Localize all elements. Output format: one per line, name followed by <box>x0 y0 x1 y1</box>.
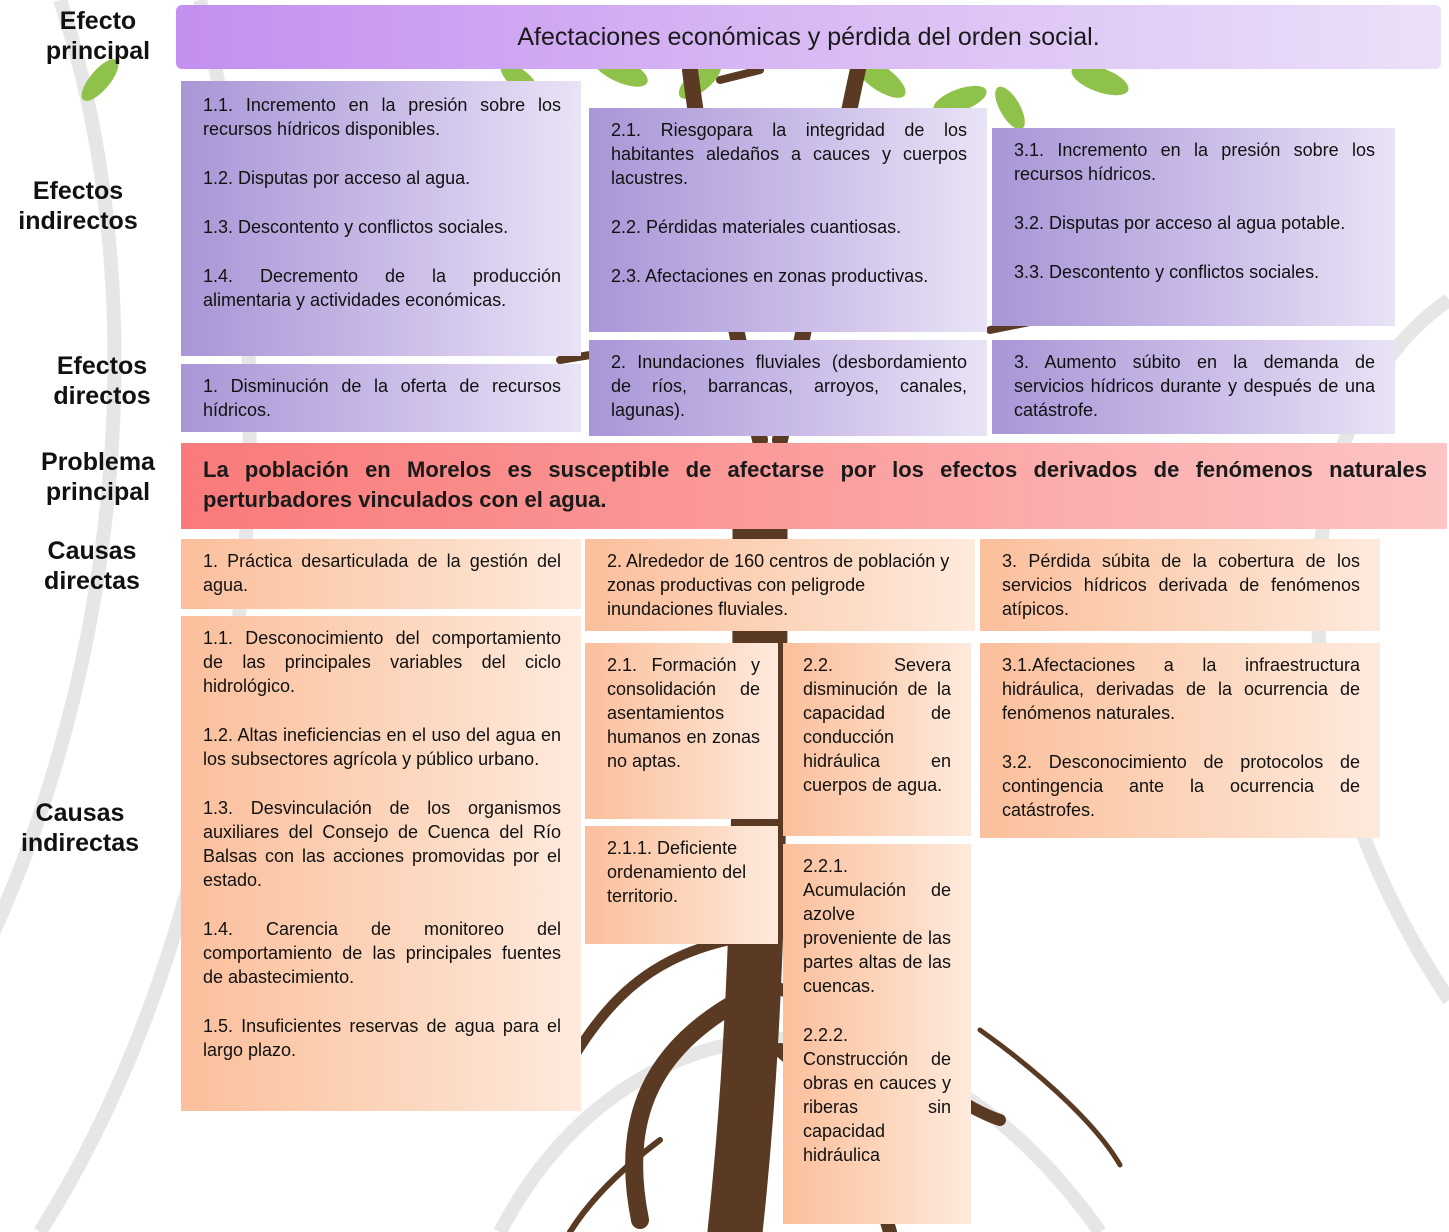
indirect-cause-2-2-1: 2.2.1. Acumulación de azolve proveniente… <box>803 856 951 996</box>
direct-cause-3: 3. Pérdida súbita de la cobertura de los… <box>980 539 1380 631</box>
indirect-cause-2-1-1: 2.1.1. Deficiente ordenamiento del terri… <box>585 826 778 944</box>
direct-cause-1-text: 1. Práctica desarticulada de la gestión … <box>203 551 561 595</box>
indirect-cause-1-3: 1.3. Desvinculación de los organismos au… <box>203 798 561 890</box>
indirect-cause-1-2: 1.2. Altas ineficiencias en el uso del a… <box>203 725 561 769</box>
direct-cause-2-text: 2. Alrededor de 160 centros de población… <box>607 551 950 619</box>
direct-effect-1-text: 1. Disminución de la oferta de recursos … <box>203 376 561 420</box>
indirect-effects-col3: 3.1. Incremento en la presión sobre los … <box>992 128 1395 326</box>
indirect-effects-col2: 2.1. Riesgopara la integridad de los hab… <box>589 108 987 332</box>
direct-effect-3: 3. Aumento súbito en la demanda de servi… <box>992 340 1395 434</box>
indirect-effect-1-2: 1.2. Disputas por acceso al agua. <box>203 168 471 188</box>
indirect-cause-2-2: 2.2. Severa disminución de la capacidad … <box>783 643 971 836</box>
indirect-cause-1-1: 1.1. Desconocimiento del comportamiento … <box>203 628 561 696</box>
indirect-effect-1-3: 1.3. Descontento y conflictos sociales. <box>203 217 509 237</box>
direct-effect-1: 1. Disminución de la oferta de recursos … <box>181 364 581 432</box>
main-problem-box: La población en Morelos es susceptible d… <box>181 443 1447 529</box>
indirect-effects-col1: 1.1. Incremento en la presión sobre los … <box>181 81 581 356</box>
direct-effect-2: 2. Inundaciones fluviales (desbordamient… <box>589 340 987 436</box>
label-efectos-directos: Efectos directos <box>53 352 151 410</box>
direct-effect-2-text: 2. Inundaciones fluviales (desbordamient… <box>611 352 967 420</box>
indirect-causes-col3: 3.1.Afectaciones a la infraestructura hi… <box>980 643 1380 838</box>
label-causas-directas: Causas directas <box>44 537 140 595</box>
indirect-cause-2-1-text: 2.1. Formación y consolidación de asenta… <box>607 655 760 771</box>
indirect-cause-2-1-1-text: 2.1.1. Deficiente ordenamiento del terri… <box>607 838 747 906</box>
label-causas-indirectas: Causas indirectas <box>20 799 140 857</box>
indirect-cause-3-2: 3.2. Desconocimiento de protocolos de co… <box>1002 752 1360 820</box>
direct-cause-3-text: 3. Pérdida súbita de la cobertura de los… <box>1002 551 1360 619</box>
main-effect-box: Afectaciones económicas y pérdida del or… <box>176 5 1441 69</box>
indirect-cause-1-5: 1.5. Insuficientes reservas de agua para… <box>203 1016 561 1060</box>
direct-effect-3-text: 3. Aumento súbito en la demanda de servi… <box>1014 352 1375 420</box>
indirect-causes-col1: 1.1. Desconocimiento del comportamiento … <box>181 616 581 1111</box>
indirect-effect-3-3: 3.3. Descontento y conflictos sociales. <box>1014 262 1320 282</box>
indirect-causes-2-2-sub: 2.2.1. Acumulación de azolve proveniente… <box>783 844 971 1224</box>
indirect-effect-2-1: 2.1. Riesgopara la integridad de los hab… <box>611 120 967 188</box>
direct-cause-2: 2. Alrededor de 160 centros de población… <box>585 539 975 631</box>
indirect-effect-1-1: 1.1. Incremento en la presión sobre los … <box>203 95 561 139</box>
direct-cause-1: 1. Práctica desarticulada de la gestión … <box>181 539 581 609</box>
indirect-effect-2-2: 2.2. Pérdidas materiales cuantiosas. <box>611 217 902 237</box>
indirect-cause-1-4: 1.4. Carencia de monitoreo del comportam… <box>203 919 561 987</box>
label-problema-principal: Problema principal <box>41 448 155 506</box>
indirect-cause-2-2-text: 2.2. Severa disminución de la capacidad … <box>803 655 951 795</box>
indirect-cause-3-1: 3.1.Afectaciones a la infraestructura hi… <box>1002 655 1360 723</box>
indirect-effect-1-4: 1.4. Decremento de la producción aliment… <box>203 266 561 310</box>
indirect-effect-3-2: 3.2. Disputas por acceso al agua potable… <box>1014 213 1346 233</box>
indirect-cause-2-1: 2.1. Formación y consolidación de asenta… <box>585 643 778 819</box>
label-efectos-indirectos: Efectos indirectos <box>18 177 138 235</box>
indirect-effect-2-3: 2.3. Afectaciones en zonas productivas. <box>611 266 929 286</box>
label-efecto-principal: Efecto principal <box>45 7 151 65</box>
indirect-cause-2-2-2: 2.2.2. Construcción de obras en cauces y… <box>803 1025 951 1165</box>
indirect-effect-3-1: 3.1. Incremento en la presión sobre los … <box>1014 140 1375 184</box>
